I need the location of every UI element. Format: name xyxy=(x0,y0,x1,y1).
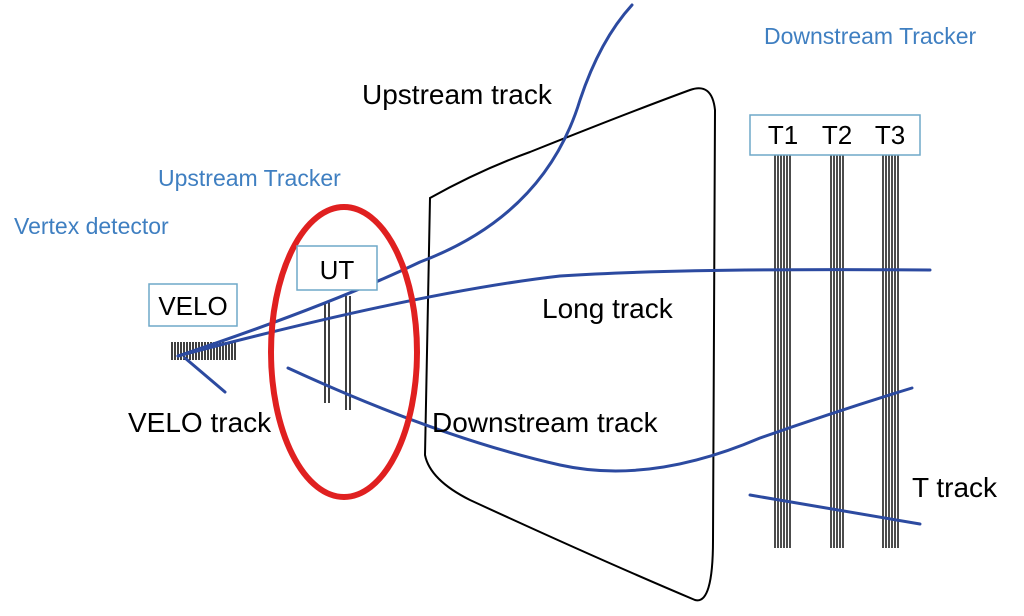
upstream-tracker-label: Upstream Tracker xyxy=(158,165,341,191)
upstream-track-line xyxy=(176,3,634,358)
downstream-track-label: Downstream track xyxy=(432,407,659,438)
t-track-line xyxy=(748,493,922,526)
velo-detector xyxy=(171,342,236,360)
long-track-line xyxy=(176,268,932,358)
t-track-label: T track xyxy=(912,472,998,503)
velo-track-line xyxy=(183,356,227,394)
t1-label: T1 xyxy=(768,120,798,150)
upstream-track-label: Upstream track xyxy=(362,79,553,110)
velo-box xyxy=(148,283,238,327)
t3-station xyxy=(882,155,899,548)
ut-box xyxy=(296,245,378,291)
magnet-outline xyxy=(423,87,717,602)
downstream-tracker-label: Downstream Tracker xyxy=(764,23,977,49)
ut-highlight-ellipse xyxy=(268,204,420,500)
tracks xyxy=(176,3,932,526)
t1-station xyxy=(774,155,791,548)
ut-box-label: UT xyxy=(320,255,355,285)
velo-box-label: VELO xyxy=(158,291,227,321)
long-track-label: Long track xyxy=(542,293,674,324)
velo-track-label: VELO track xyxy=(128,407,272,438)
t2-label: T2 xyxy=(822,120,852,150)
vertex-detector-label: Vertex detector xyxy=(14,213,169,239)
downstream-track-line xyxy=(286,366,914,473)
t3-label: T3 xyxy=(875,120,905,150)
t2-station xyxy=(830,155,844,548)
t-stations-box xyxy=(749,114,921,156)
